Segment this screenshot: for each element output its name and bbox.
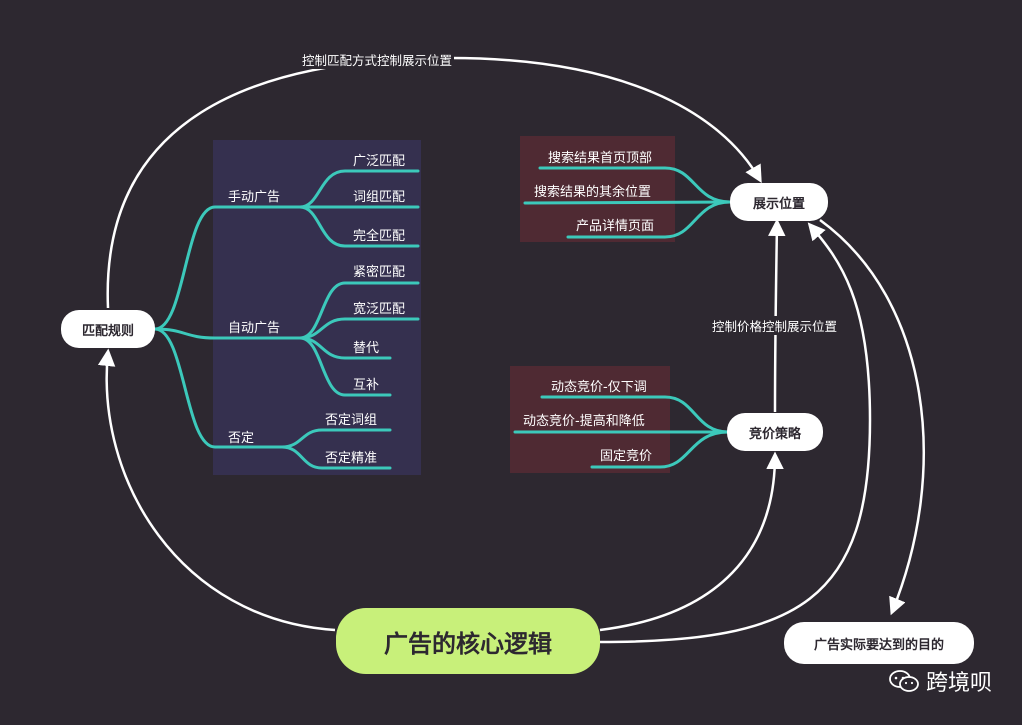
node-bidding-strategy[interactable]: 竞价策略 — [727, 413, 823, 451]
category-manual-ads: 手动广告 — [228, 190, 281, 205]
position-top-of-search: 搜索结果首页顶部 — [548, 151, 653, 166]
bid-dynamic-up-down: 动态竞价-提高和降低 — [523, 414, 645, 429]
match-type-phrase: 词组匹配 — [353, 190, 406, 205]
bid-dynamic-down-only: 动态竞价-仅下调 — [551, 380, 647, 395]
arrow-position-to-goal — [819, 218, 926, 616]
arrow-center-to-position — [599, 222, 872, 644]
watermark-text: 跨境呗 — [925, 671, 992, 696]
negative-exact: 否定精准 — [325, 451, 378, 466]
category-negative: 否定 — [228, 431, 255, 446]
match-type-loose: 宽泛匹配 — [353, 302, 406, 317]
node-ad-goal[interactable]: 广告实际要达到的目的 — [784, 622, 974, 664]
node-match-rules[interactable]: 匹配规则 — [61, 310, 155, 348]
watermark: 跨境呗 — [888, 665, 992, 697]
arrow-center-to-bid — [599, 451, 784, 632]
match-tree-branches — [153, 169, 420, 470]
match-type-exact: 完全匹配 — [353, 229, 406, 244]
match-type-substitutes: 替代 — [353, 341, 380, 356]
node-core-logic[interactable]: 广告的核心逻辑 — [336, 608, 600, 674]
position-rest-of-search: 搜索结果的其余位置 — [534, 185, 652, 200]
arrow-center-to-match — [97, 348, 336, 632]
edge-label-bid-to-position: 控制价格控制展示位置 — [710, 316, 840, 335]
position-branches — [523, 166, 732, 239]
match-type-complements: 互补 — [353, 378, 380, 393]
bid-fixed: 固定竞价 — [600, 449, 653, 464]
bid-branches — [513, 395, 730, 469]
match-type-close: 紧密匹配 — [353, 265, 406, 280]
branch-negative — [153, 327, 284, 449]
negative-phrase: 否定词组 — [325, 413, 378, 428]
node-display-position[interactable]: 展示位置 — [730, 183, 828, 221]
match-type-broad: 广泛匹配 — [353, 154, 406, 169]
position-product-pages: 产品详情页面 — [576, 219, 655, 234]
edge-label-match-to-position: 控制匹配方式控制展示位置 — [300, 50, 455, 69]
wechat-icon — [889, 670, 919, 692]
bid-items-panel — [510, 366, 670, 473]
position-items-panel — [520, 136, 675, 242]
arrow-bid-to-position — [768, 218, 786, 413]
category-auto-ads: 自动广告 — [228, 321, 281, 336]
branch-auto — [153, 327, 302, 340]
branch-manual — [153, 205, 302, 331]
